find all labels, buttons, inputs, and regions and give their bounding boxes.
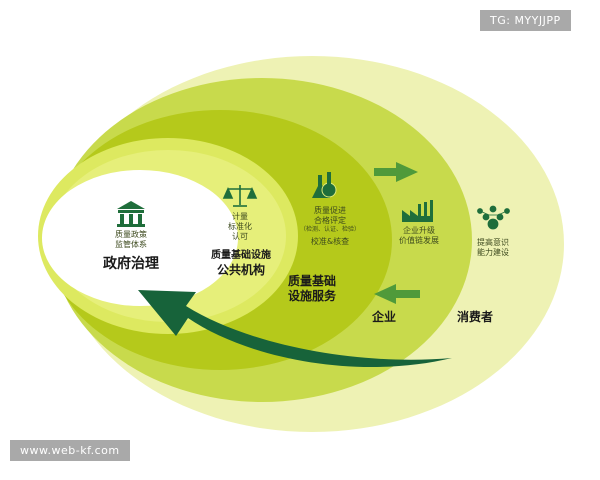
lab-flask-icon bbox=[312, 172, 337, 198]
consumers-title: 消费者 bbox=[456, 310, 493, 324]
enterprise-subtitle: 企业升级 价值链发展 bbox=[399, 226, 439, 245]
public-institutions-subtitle: 计量 标准化 认可 bbox=[228, 212, 252, 241]
infrastructure-services-title: 质量基础 设施服务 bbox=[287, 274, 336, 303]
arrow-right-icon bbox=[374, 162, 418, 182]
public-institutions-title: 质量基础设施 公共机构 bbox=[211, 250, 271, 277]
arrow-left-icon bbox=[374, 284, 420, 304]
government-title: 政府治理 bbox=[103, 256, 159, 272]
bank-building-icon bbox=[117, 201, 145, 227]
watermark-bottom-left: www.web-kf.com bbox=[10, 440, 130, 461]
balance-scale-icon bbox=[222, 185, 258, 207]
enterprise-title: 企业 bbox=[371, 310, 396, 324]
watermark-top-right: TG: MYYJJPP bbox=[480, 10, 571, 31]
government-core bbox=[42, 170, 238, 306]
people-network-icon bbox=[477, 205, 510, 230]
curved-arrow-icon bbox=[138, 290, 452, 368]
government-subtitle: 质量政策 监管体系 bbox=[115, 230, 147, 249]
consumers-subtitle: 提高意识 能力建设 bbox=[477, 238, 509, 257]
infrastructure-services-subtitle: 质量促进 合格评定 （检测、认证、检验） 校准&核查 bbox=[299, 206, 360, 246]
factory-icon bbox=[402, 200, 433, 222]
